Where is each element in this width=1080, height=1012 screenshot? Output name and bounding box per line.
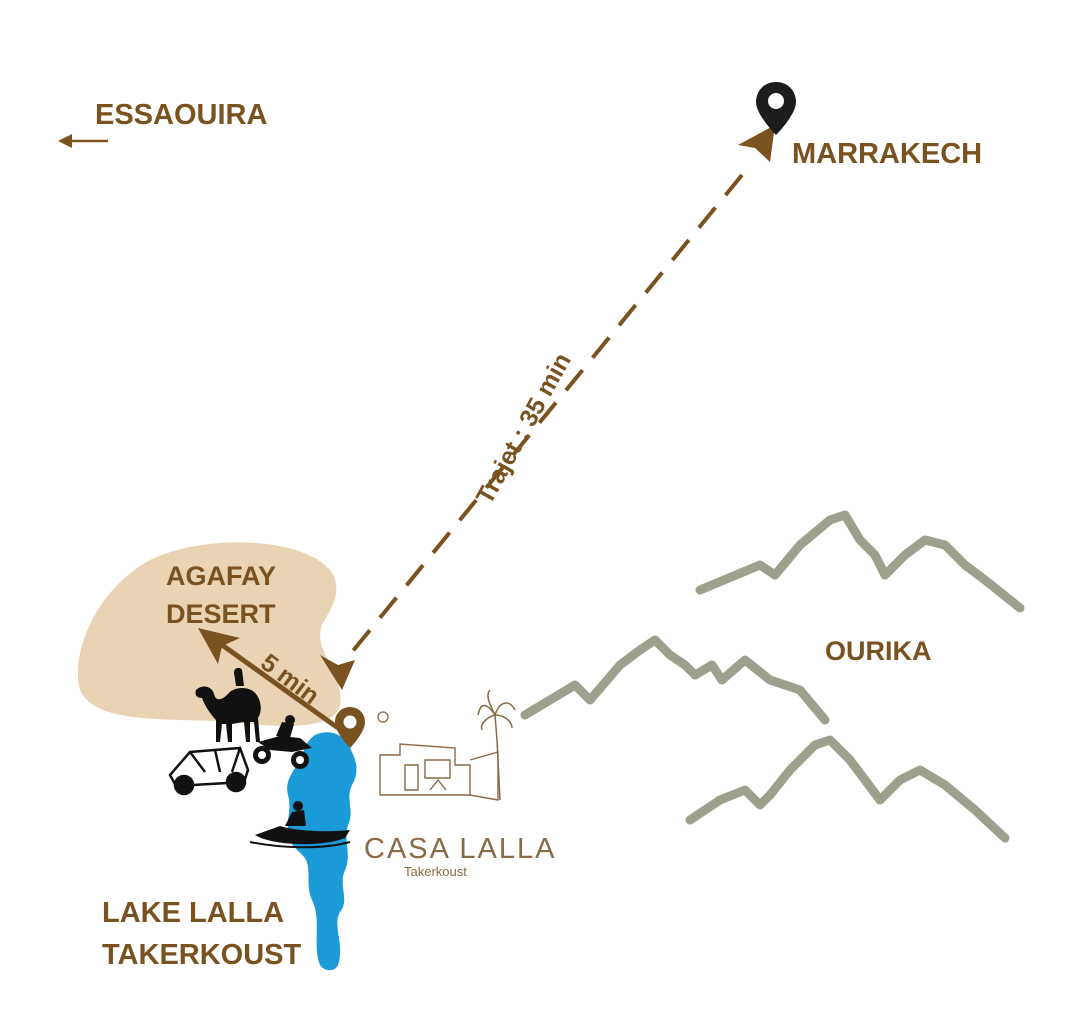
jet-ski-icon bbox=[249, 801, 351, 849]
brand-subtitle: Takerkoust bbox=[404, 864, 467, 879]
arrow-agafay-icon bbox=[198, 628, 240, 664]
palm-tree-icon bbox=[477, 689, 516, 801]
route-marrakech-dashed bbox=[350, 173, 744, 654]
casa-lalla-logo bbox=[379, 743, 499, 801]
brand-name: CASA LALLA bbox=[364, 833, 557, 865]
location-pin-icon bbox=[756, 82, 796, 135]
place-label-agafay-line2: DESERT bbox=[166, 599, 276, 629]
route-agafay-line bbox=[216, 639, 340, 731]
quad-bike-icon bbox=[253, 715, 312, 769]
route-label-marrakech: Trajet : 35 min bbox=[471, 348, 577, 509]
place-label-lake-line1: LAKE LALLA bbox=[102, 897, 284, 929]
place-label-agafay-line1: AGAFAY bbox=[166, 561, 276, 591]
buggy-icon bbox=[168, 746, 250, 796]
mountain-icon bbox=[520, 510, 1025, 843]
place-label-ourika: OURIKA bbox=[825, 636, 932, 666]
arrow-left-icon bbox=[58, 134, 108, 148]
lake-takerkoust bbox=[287, 732, 357, 971]
place-label-lake-line2: TAKERKOUST bbox=[102, 939, 302, 971]
arrow-marrakech-icon bbox=[738, 125, 775, 162]
place-label-essaouira: ESSAOUIRA bbox=[95, 99, 267, 131]
arrow-casalalla-icon bbox=[320, 655, 355, 690]
camel-rider-icon bbox=[195, 667, 261, 742]
place-label-marrakech: MARRAKECH bbox=[792, 138, 982, 170]
small-circle-marker bbox=[377, 711, 389, 723]
location-pin-icon bbox=[335, 707, 365, 748]
